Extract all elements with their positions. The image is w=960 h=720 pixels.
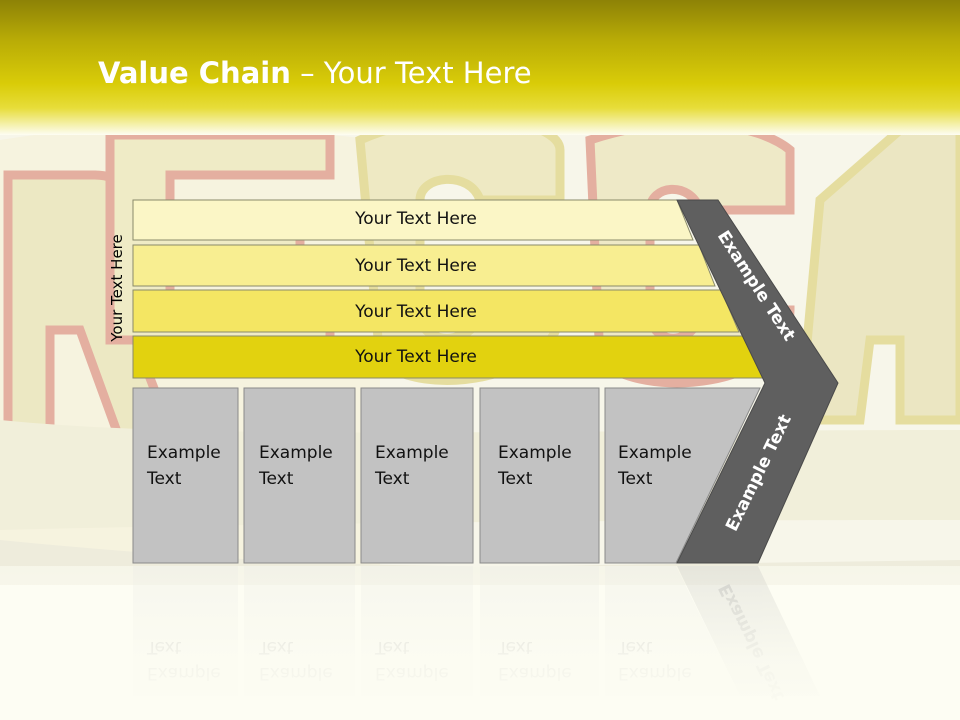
title-bold: Value Chain: [98, 56, 291, 90]
box-4-line-1: Example: [498, 443, 572, 463]
row-label-4: Your Text Here: [355, 347, 477, 367]
margin-chevron: [676, 199, 839, 564]
box-3-line-2: Text: [375, 469, 410, 489]
box-2-line-1: Example: [259, 443, 333, 463]
box-1-line-2: Text: [147, 469, 182, 489]
row-label-3: Your Text Here: [355, 302, 477, 322]
row-shape-3: [132, 289, 740, 333]
row-shape-2: [132, 244, 716, 287]
activity-box-2: [243, 387, 356, 564]
title-banner: [0, 0, 960, 135]
box-5-line-2: Text: [618, 469, 653, 489]
activity-box-5: [604, 387, 761, 564]
box-2-line-2: Text: [259, 469, 294, 489]
row-label-1: Your Text Here: [355, 209, 477, 229]
activity-box-4: [479, 387, 600, 564]
box-4-line-2: Text: [498, 469, 533, 489]
page-title: Value Chain – Your Text Here: [98, 56, 532, 90]
box-3-line-1: Example: [375, 443, 449, 463]
activity-box-3: [360, 387, 474, 564]
box-5-line-1: Example: [618, 443, 692, 463]
row-shape-1: [132, 199, 694, 241]
reflection-fade: [0, 566, 960, 720]
box-1-line-1: Example: [147, 443, 221, 463]
row-label-2: Your Text Here: [355, 256, 477, 276]
title-rest: – Your Text Here: [290, 56, 532, 90]
activity-box-1: [132, 387, 239, 564]
